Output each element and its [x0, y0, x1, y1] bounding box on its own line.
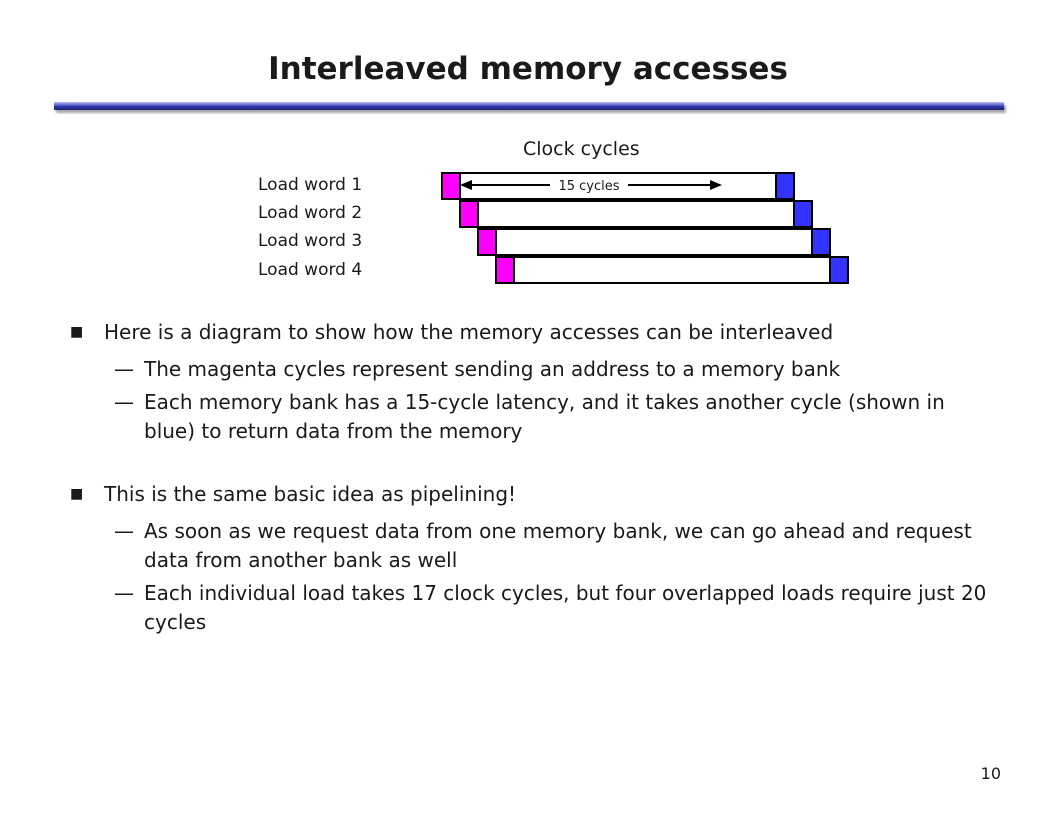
sub-bullet: — Each memory bank has a 15-cycle latenc… — [70, 388, 1000, 446]
data-cycle — [793, 200, 813, 228]
dash-icon: — — [114, 390, 134, 414]
span-arrow: 15 cycles — [460, 176, 722, 194]
latency-bar — [459, 200, 813, 228]
row-label-2: Load word 2 — [258, 203, 363, 223]
sub-bullet-text: Each individual load takes 17 clock cycl… — [144, 581, 987, 634]
bullet-group-1: ■ Here is a diagram to show how the memo… — [70, 318, 1000, 446]
bullet-1: ■ Here is a diagram to show how the memo… — [70, 318, 1000, 347]
bullet-text: Here is a diagram to show how the memory… — [104, 320, 834, 344]
diagram-label: Clock cycles — [523, 138, 640, 160]
row-label-4: Load word 4 — [258, 260, 363, 280]
address-cycle — [477, 228, 497, 256]
timing-row-2 — [459, 200, 813, 228]
bullet-list: ■ Here is a diagram to show how the memo… — [70, 318, 1000, 671]
square-bullet-icon: ■ — [70, 486, 84, 502]
sub-bullet-text: Each memory bank has a 15-cycle latency,… — [144, 390, 945, 443]
dash-icon: — — [114, 519, 134, 543]
timing-row-3 — [477, 228, 831, 256]
data-cycle — [775, 172, 795, 200]
address-cycle — [495, 256, 515, 284]
dash-icon: — — [114, 357, 134, 381]
sub-bullet: — The magenta cycles represent sending a… — [70, 355, 1000, 384]
bullet-group-2: ■ This is the same basic idea as pipelin… — [70, 480, 1000, 637]
address-cycle — [459, 200, 479, 228]
latency-bar — [495, 256, 849, 284]
slide-title: Interleaved memory accesses — [268, 51, 788, 87]
row-label-1: Load word 1 — [258, 175, 363, 195]
data-cycle — [829, 256, 849, 284]
square-bullet-icon: ■ — [70, 324, 84, 340]
span-label: 15 cycles — [558, 179, 619, 194]
timing-row-4 — [495, 256, 849, 284]
title-rule — [54, 102, 1004, 110]
sub-bullet: — As soon as we request data from one me… — [70, 517, 1000, 575]
bullet-text: This is the same basic idea as pipelinin… — [104, 482, 517, 506]
bullet-2: ■ This is the same basic idea as pipelin… — [70, 480, 1000, 509]
sub-bullet-text: As soon as we request data from one memo… — [144, 519, 972, 572]
sub-bullet: — Each individual load takes 17 clock cy… — [70, 579, 1000, 637]
row-label-3: Load word 3 — [258, 231, 363, 251]
page-number: 10 — [980, 764, 1001, 783]
address-cycle — [441, 172, 461, 200]
dash-icon: — — [114, 581, 134, 605]
latency-bar — [477, 228, 831, 256]
data-cycle — [811, 228, 831, 256]
sub-bullet-text: The magenta cycles represent sending an … — [144, 357, 841, 381]
